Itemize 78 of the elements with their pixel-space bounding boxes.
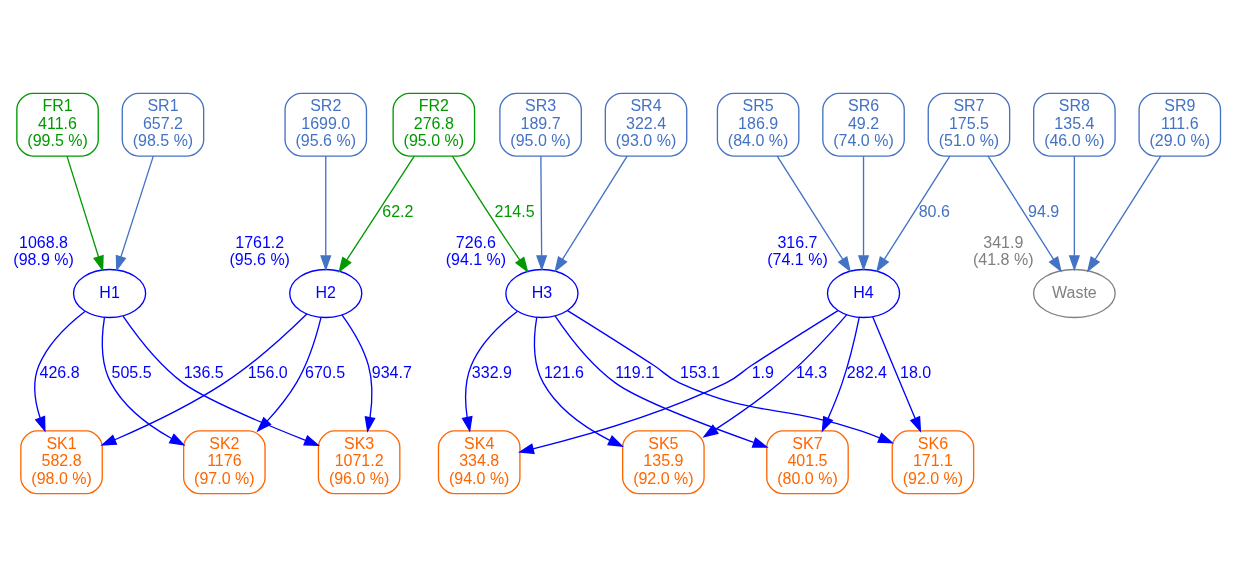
edge-label: 214.5	[494, 202, 535, 220]
edge-label: 1.9	[751, 364, 774, 382]
arrow	[451, 155, 529, 273]
arrow	[320, 155, 332, 272]
node-box: SR5 186.9 (84.0 %)	[716, 92, 800, 157]
node-box: SR4 322.4 (93.0 %)	[604, 92, 688, 157]
node-box: SR6 49.2 (74.0 %)	[822, 92, 905, 157]
edge-label: 136.5	[183, 364, 224, 382]
edge-label: 332.9	[471, 364, 512, 382]
arrow	[821, 316, 860, 433]
node-box: SK6 171.1 (92.0 %)	[891, 430, 975, 495]
node-box: SR1 657.2 (98.5 %)	[121, 92, 205, 157]
node-box: SK7 401.5 (80.0 %)	[766, 430, 849, 495]
node-box: SK1 582.8 (98.0 %)	[20, 430, 103, 495]
arrow	[554, 315, 769, 448]
edge-label: 670.5	[305, 364, 346, 382]
edge-label: 119.1	[615, 364, 655, 382]
arrow	[256, 317, 322, 433]
node-label: (94.1 %)	[445, 250, 507, 268]
node-box: SK2 1176 (97.0 %)	[183, 430, 266, 495]
arrow	[1086, 155, 1162, 273]
arrow	[122, 315, 320, 447]
node-ellipse: H4	[826, 268, 901, 319]
node-label: 1761.2	[235, 233, 285, 251]
arrow	[536, 155, 548, 272]
node-ellipse: H1	[72, 268, 147, 319]
node-label: 316.7	[777, 233, 818, 251]
node-label: 341.9	[983, 233, 1024, 251]
arrow	[341, 314, 376, 433]
node-box: FR1 411.6 (99.5 %)	[16, 92, 99, 157]
node-label: (41.8 %)	[973, 250, 1034, 268]
arrow	[66, 155, 104, 272]
edge-label: 14.3	[795, 364, 828, 382]
arrow	[101, 316, 186, 446]
edge-label: 934.7	[371, 364, 412, 382]
arrow	[338, 155, 415, 273]
edge-label: 505.5	[111, 364, 152, 382]
node-ellipse: H2	[289, 268, 363, 319]
arrow	[702, 314, 848, 438]
arrow	[776, 155, 852, 273]
arrow	[115, 155, 154, 272]
arrow	[876, 155, 951, 273]
edge-label: 121.6	[543, 364, 584, 382]
arrow	[461, 310, 518, 433]
node-box: SK4 334.8 (94.0 %)	[437, 430, 521, 495]
node-box: SR7 175.5 (51.0 %)	[927, 92, 1011, 157]
node-label: 726.6	[455, 233, 496, 251]
node-box: FR2 276.8 (95.0 %)	[392, 92, 476, 157]
arrow	[872, 316, 922, 433]
edge-label: 62.2	[382, 202, 414, 220]
arrow	[533, 316, 624, 448]
arrow	[566, 309, 894, 444]
edge-label: 156.0	[247, 364, 288, 382]
node-label: 1068.8	[19, 233, 68, 251]
node-label: (98.9 %)	[13, 250, 74, 268]
node-box: SR9 111.6 (29.0 %)	[1138, 92, 1222, 157]
arrow	[857, 155, 870, 272]
node-box: SK3 1071.2 (96.0 %)	[317, 430, 401, 495]
node-box: SR3 189.7 (95.0 %)	[499, 92, 582, 157]
arrow	[554, 155, 628, 273]
edge-label: 426.8	[39, 364, 80, 382]
node-box: SR8 135.4 (46.0 %)	[1033, 92, 1116, 157]
arrow	[100, 313, 308, 446]
edge-label: 282.4	[846, 364, 887, 382]
edge-label: 18.0	[900, 364, 932, 382]
node-box: SK5 135.9 (92.0 %)	[622, 430, 705, 495]
edge-label: 80.6	[918, 202, 950, 220]
node-label: (74.1 %)	[767, 250, 828, 268]
node-ellipse: Waste	[1032, 268, 1116, 319]
node-label: (95.6 %)	[229, 250, 290, 268]
arrow	[987, 155, 1062, 273]
arrow	[1068, 155, 1080, 272]
edge-label: 153.1	[680, 364, 721, 382]
edge-label: 94.9	[1028, 202, 1060, 220]
node-box: SR2 1699.0 (95.6 %)	[284, 92, 368, 157]
arrow	[34, 310, 86, 433]
arrow	[517, 309, 839, 455]
node-ellipse: H3	[505, 268, 579, 319]
